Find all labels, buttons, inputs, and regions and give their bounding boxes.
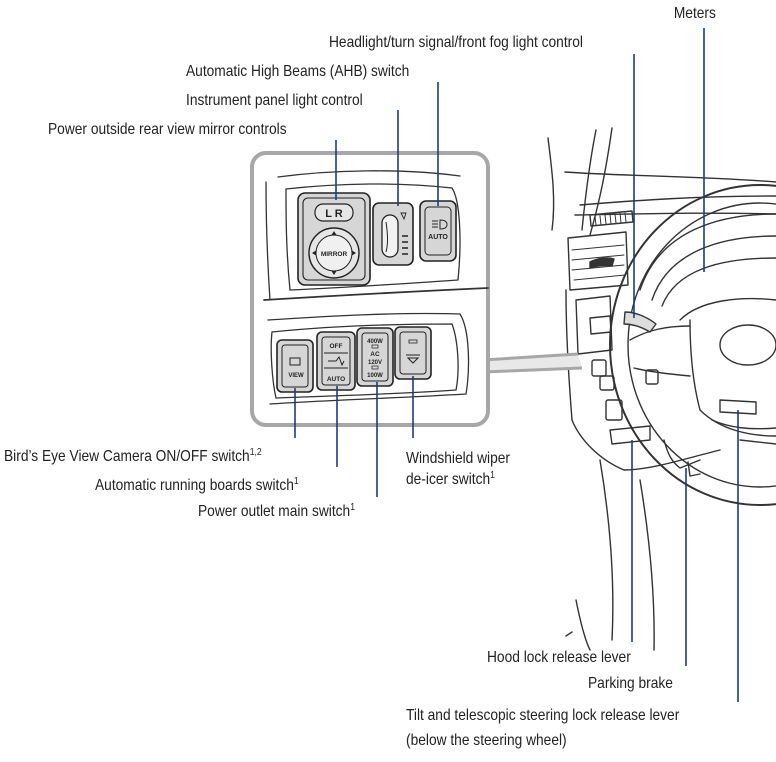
running-boards-switch: OFF AUTO xyxy=(316,331,356,391)
wiper-label-text: de-icer switch xyxy=(406,471,491,488)
outlet-100w-label: 100W xyxy=(367,373,383,379)
wiper-label-line1: Windshield wiper xyxy=(406,450,511,467)
power-outlet-switch: 400W AC 120V 100W xyxy=(356,327,394,387)
birdseye-label: Bird’s Eye View Camera ON/OFF switch1,2 xyxy=(4,447,262,467)
outlet-120v-label: 120V xyxy=(368,360,382,366)
outlet-ac-label: AC xyxy=(370,351,380,358)
tilt-label-line2: (below the steering wheel) xyxy=(406,732,567,749)
wiper-deicer-switch xyxy=(394,326,432,380)
headlight-label: Headlight/turn signal/front fog light co… xyxy=(329,34,583,51)
birdseye-footnote: 1,2 xyxy=(249,447,262,458)
wiper-footnote: 1 xyxy=(490,470,495,481)
ahb-label: Automatic High Beams (AHB) switch xyxy=(186,63,410,80)
mirror-label: Power outside rear view mirror controls xyxy=(48,121,287,138)
meters-label: Meters xyxy=(673,5,716,22)
instrument-light-dial xyxy=(372,202,414,266)
hood-label: Hood lock release lever xyxy=(487,649,631,666)
mirror-switch: L R MIRROR xyxy=(297,192,371,286)
birdseye-view-label: VIEW xyxy=(288,373,304,379)
ahb-switch: AUTO xyxy=(419,200,457,262)
wiper-label-line2: de-icer switch1 xyxy=(406,470,495,490)
birdseye-label-text: Bird’s Eye View Camera ON/OFF switch xyxy=(4,448,250,465)
mirror-knob-label: MIRROR xyxy=(321,251,348,258)
outlet-400w-label: 400W xyxy=(367,339,383,345)
mirror-lr-label: L R xyxy=(325,208,343,220)
power-outlet-label: Power outlet main switch1 xyxy=(198,502,355,522)
running-boards-label: Automatic running boards switch1 xyxy=(95,476,299,496)
panel-interior xyxy=(263,170,489,405)
leader-lines xyxy=(294,28,739,702)
running-off-label: OFF xyxy=(330,343,343,350)
tilt-label-line1: Tilt and telescopic steering lock releas… xyxy=(406,707,680,724)
instrument-label: Instrument panel light control xyxy=(186,92,363,109)
power-outlet-label-text: Power outlet main switch xyxy=(198,503,351,520)
ahb-auto-label: AUTO xyxy=(428,234,448,241)
birdseye-switch: VIEW xyxy=(276,339,314,393)
running-boards-label-text: Automatic running boards switch xyxy=(95,477,294,494)
power-outlet-footnote: 1 xyxy=(350,502,355,513)
running-boards-footnote: 1 xyxy=(293,476,299,487)
dashboard-drawing xyxy=(547,127,776,651)
running-auto-label: AUTO xyxy=(327,376,345,383)
parking-label: Parking brake xyxy=(588,675,673,692)
